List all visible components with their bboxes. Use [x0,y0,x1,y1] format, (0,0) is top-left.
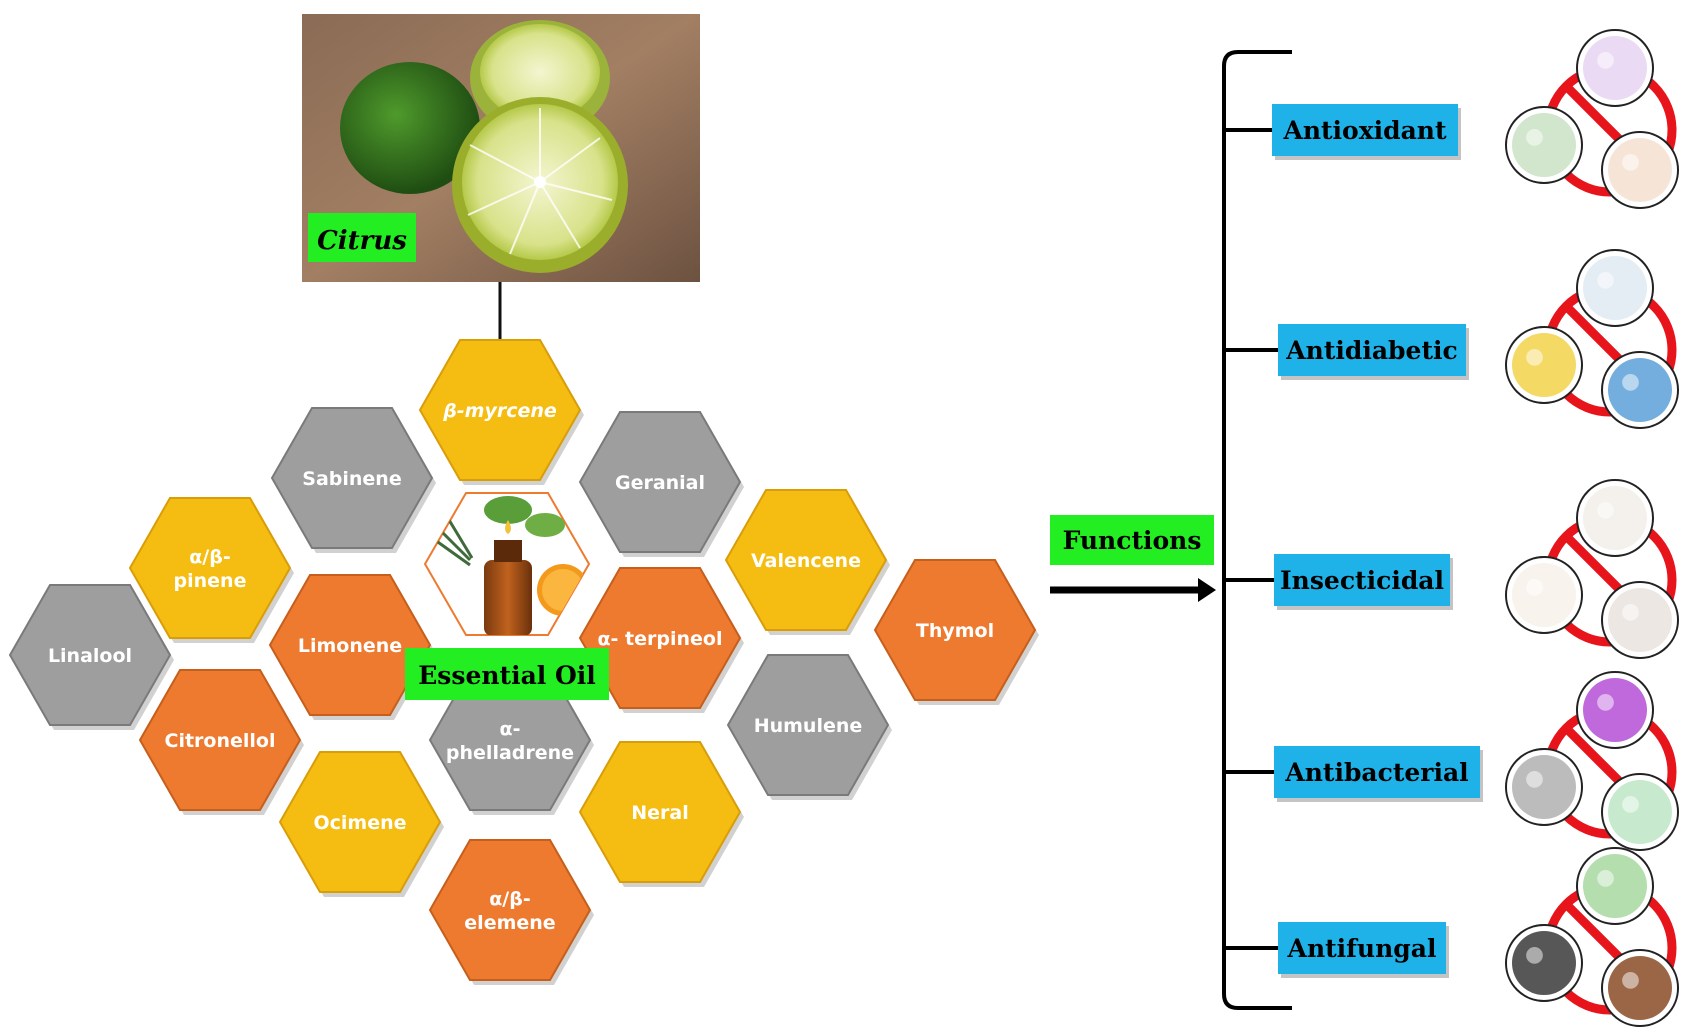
compound-hex-shape [128,497,292,639]
compound-hex-shape [270,407,434,549]
compound-label: α- terpineol [598,628,723,650]
function-insecticidal: Insecticidal [1224,479,1679,659]
function-antifungal: Antifungal [1224,847,1679,1027]
compound-hex-shape [726,654,890,796]
citrus-photo [302,14,700,282]
compound-label: Sabinene [302,468,401,490]
compound-hex: α/β-pinene [128,497,294,643]
function-label: Antioxidant [1282,116,1447,145]
function-list: AntioxidantAntidiabeticInsecticidalAntib… [1224,29,1679,1027]
function-tag [1274,746,1480,798]
function-label: Insecticidal [1280,566,1444,595]
citrus-label: Citrus [317,226,407,256]
insect-icon [1601,581,1679,659]
pill-icon [1505,326,1583,404]
compound-label: pinene [174,570,247,592]
compound-label: elemene [464,912,555,934]
functions-label: Functions [1063,526,1202,555]
compound-hex-shape [138,669,302,811]
compound-label: α/β- [489,888,530,910]
compound-hex: β-myrcene [418,339,584,485]
compound-hex-shape [578,411,742,553]
compound-label: Limonene [298,635,402,657]
function-tag [1278,324,1466,376]
function-tag [1274,554,1450,606]
compound-label: phelladrene [446,742,574,764]
pill-icon [1601,351,1679,429]
functions-tag [1050,515,1214,565]
compound-hex: Ocimene [278,751,444,897]
compound-hex-shape [873,559,1037,701]
compound-hex-shape [418,339,582,481]
compound-hex-shape [578,567,742,709]
pill-icon [1576,249,1654,327]
function-antidiabetic: Antidiabetic [1224,249,1679,429]
compound-hex-shape [428,839,592,981]
function-label: Antidiabetic [1285,336,1457,365]
compound-label: Neral [631,802,689,824]
compound-label: β-myrcene [442,400,557,422]
insect-icon [1576,479,1654,557]
essential-oil-label: Essential Oil [418,661,596,690]
function-antibacterial: Antibacterial [1224,671,1679,851]
compound-label: Linalool [48,645,132,667]
insect-icon [1505,556,1583,634]
cell-icon [1601,131,1679,209]
compound-hex: α-phelladrene [428,669,594,815]
function-antioxidant: Antioxidant [1224,29,1679,209]
citrus-tag [308,213,416,262]
fungus-icon [1576,847,1654,925]
fungus-icon [1505,924,1583,1002]
compound-hex: Neral [578,741,744,887]
compound-hex-shape [724,489,888,631]
fungus-icon [1601,949,1679,1027]
functions-bracket [1222,50,1292,1010]
function-label: Antibacterial [1284,758,1468,787]
compound-label: Ocimene [313,812,406,834]
compound-hex: α- terpineol [578,567,744,713]
compound-label: α/β- [189,546,230,568]
function-tag [1272,104,1458,156]
compound-hex: Thymol [873,559,1039,705]
compound-hex-shape [8,584,172,726]
compound-hex: Citronellol [138,669,304,815]
essential-oil-tag [405,648,609,700]
compound-hex: Sabinene [270,407,436,553]
compound-hex-shape [278,751,442,893]
compound-label: Thymol [916,620,994,642]
function-tag [1278,922,1446,974]
bacteria-icon [1505,748,1583,826]
compound-label: α- [500,718,521,740]
compound-label: Citronellol [165,730,276,752]
compound-label: Humulene [754,715,863,737]
functions-arrow [1050,578,1216,602]
compound-hex: Humulene [726,654,892,800]
compound-hex: Valencene [724,489,890,635]
compound-hex: Geranial [578,411,744,557]
compound-label: Geranial [615,472,705,494]
compound-hex: Linalool [8,584,174,730]
bacteria-icon [1576,671,1654,749]
compound-hex: Limonene [268,574,434,720]
bacteria-icon [1601,773,1679,851]
cell-icon [1505,106,1583,184]
compound-hex-shape [268,574,432,716]
compound-hex: α/β-elemene [428,839,594,985]
cell-icon [1576,29,1654,107]
compound-label: Valencene [751,550,861,572]
compound-hex-shape [578,741,742,883]
function-label: Antifungal [1287,934,1437,963]
essential-oil-image [423,492,591,636]
